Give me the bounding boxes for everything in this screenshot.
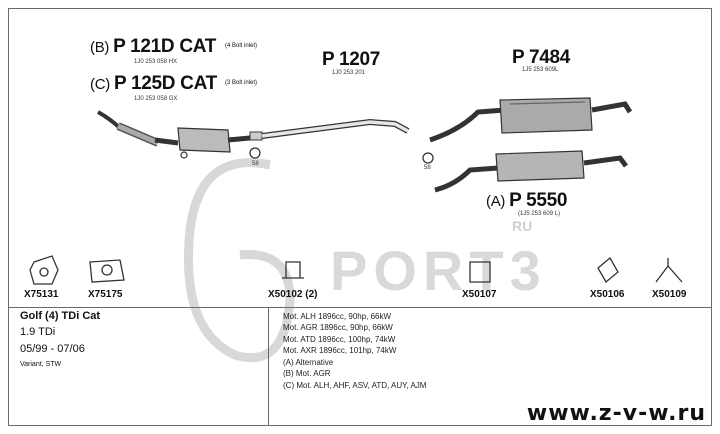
fitting-code: X75131 (24, 289, 59, 300)
watermark-tld: RU (512, 218, 533, 234)
website-url: www.z-v-w.ru (526, 401, 706, 426)
vehicle-body: Variant, STW (20, 361, 62, 368)
front-pipe-catalyst (97, 110, 251, 159)
fitting-code: X50107 (462, 289, 497, 300)
part-b-number: P 121D CAT (113, 36, 217, 57)
fitment-line: Mot. AXR 1896cc, 101hp, 74kW (283, 346, 397, 355)
fitting-code: X50109 (652, 289, 687, 300)
part-rear-oem: 1J5 253 609L (522, 67, 559, 73)
fitment-panel: Mot. ALH 1896cc, 90hp, 66kW Mot. AGR 189… (268, 307, 712, 426)
part-rear-number: P 7484 (512, 47, 571, 68)
part-alt-oem: (1J5 253 609 L) (518, 211, 561, 217)
sheet-frame (8, 8, 712, 426)
alt-silencer (434, 150, 628, 193)
part-mid-oem: 1J0 253 201 (332, 70, 366, 76)
part-c-prefix: (C) (90, 76, 110, 93)
fitment-line: Mot. ALH 1896cc, 90hp, 66kW (283, 312, 392, 321)
part-alt-number: P 5550 (509, 190, 568, 211)
clamp-icons (249, 147, 434, 164)
watermark-logo (183, 158, 295, 363)
part-b-label: (B)P 121D CAT (90, 36, 216, 58)
part-b-oem: 1J0 253 058 HX (134, 59, 178, 65)
vehicle-model: Golf (4) TDi Cat (20, 310, 101, 322)
part-c-number: P 125D CAT (113, 73, 217, 94)
part-b-prefix: (B) (90, 39, 110, 56)
fitting-code: X50102 (2) (268, 289, 318, 300)
part-c-oem: 1J0 253 058 GX (134, 96, 178, 102)
clamp-58-right: 58 (424, 165, 431, 171)
part-alt-label: (A)P 5550 (486, 190, 567, 212)
fitment-line: (C) Mot. ALH, AHF, ASV, ATD, AUY, AJM (283, 381, 427, 390)
part-mid-number: P 1207 (322, 49, 381, 70)
middle-pipe (249, 118, 410, 141)
fitment-line: (A) Alternative (283, 358, 334, 367)
fitment-line: (B) Mot. AGR (283, 369, 331, 378)
vehicle-engine: 1.9 TDi (20, 326, 56, 338)
fitting-icons (29, 255, 683, 285)
fitting-code: X50106 (590, 289, 625, 300)
vehicle-years: 05/99 - 07/06 (20, 343, 85, 355)
clamp-58-left: 58 (252, 161, 259, 167)
fitment-line: Mot. ATD 1896cc, 100hp, 74kW (283, 335, 396, 344)
part-c-label: (C)P 125D CAT (90, 73, 217, 95)
watermark-brand: PORT3 (330, 239, 547, 302)
part-b-note: (4 Bolt inlet) (225, 43, 258, 49)
part-alt-prefix: (A) (486, 193, 506, 210)
part-c-note: (3 Bolt inlet) (225, 80, 258, 86)
fitment-line: Mot. AGR 1896cc, 90hp, 66kW (283, 323, 393, 332)
rear-silencer (429, 97, 633, 143)
vehicle-info: Golf (4) TDi Cat 1.9 TDi 05/99 - 07/06 V… (8, 307, 268, 426)
fitting-code: X75175 (88, 289, 123, 300)
